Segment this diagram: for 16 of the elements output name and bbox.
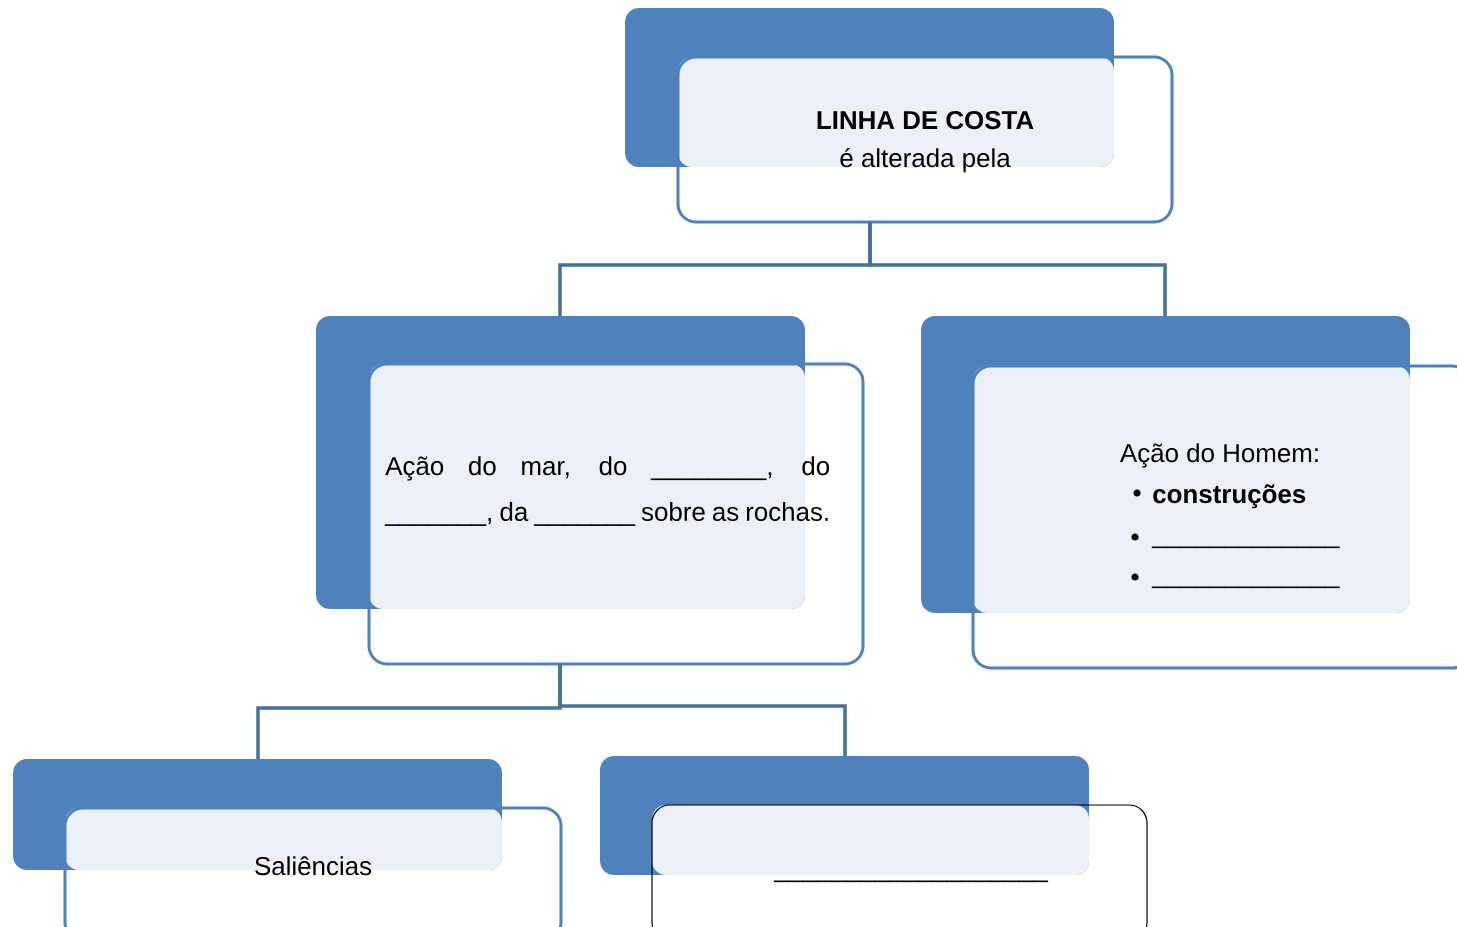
concept-card	[13, 759, 563, 927]
card-text: _____________	[1151, 586, 1340, 589]
concept-card	[600, 756, 1148, 927]
concept-card	[316, 316, 865, 666]
card-text: _____________	[1151, 546, 1340, 549]
card-text: Ação do mar, do ________, do _______, da _______ sobre as rochas.	[384, 456, 830, 526]
card-text: Ação do Homem:	[1120, 443, 1318, 468]
card-text: LINHA DE COSTA	[817, 110, 1034, 130]
fill-in-line: ___________________	[773, 880, 1049, 883]
concept-card	[921, 316, 1457, 670]
concept-card	[625, 8, 1174, 224]
card-text: é alterada pela	[840, 147, 1011, 173]
card-text: Saliências	[255, 856, 372, 876]
connector-line	[868, 222, 1167, 316]
card-text: construções	[1153, 484, 1306, 509]
connector-line	[558, 664, 847, 756]
